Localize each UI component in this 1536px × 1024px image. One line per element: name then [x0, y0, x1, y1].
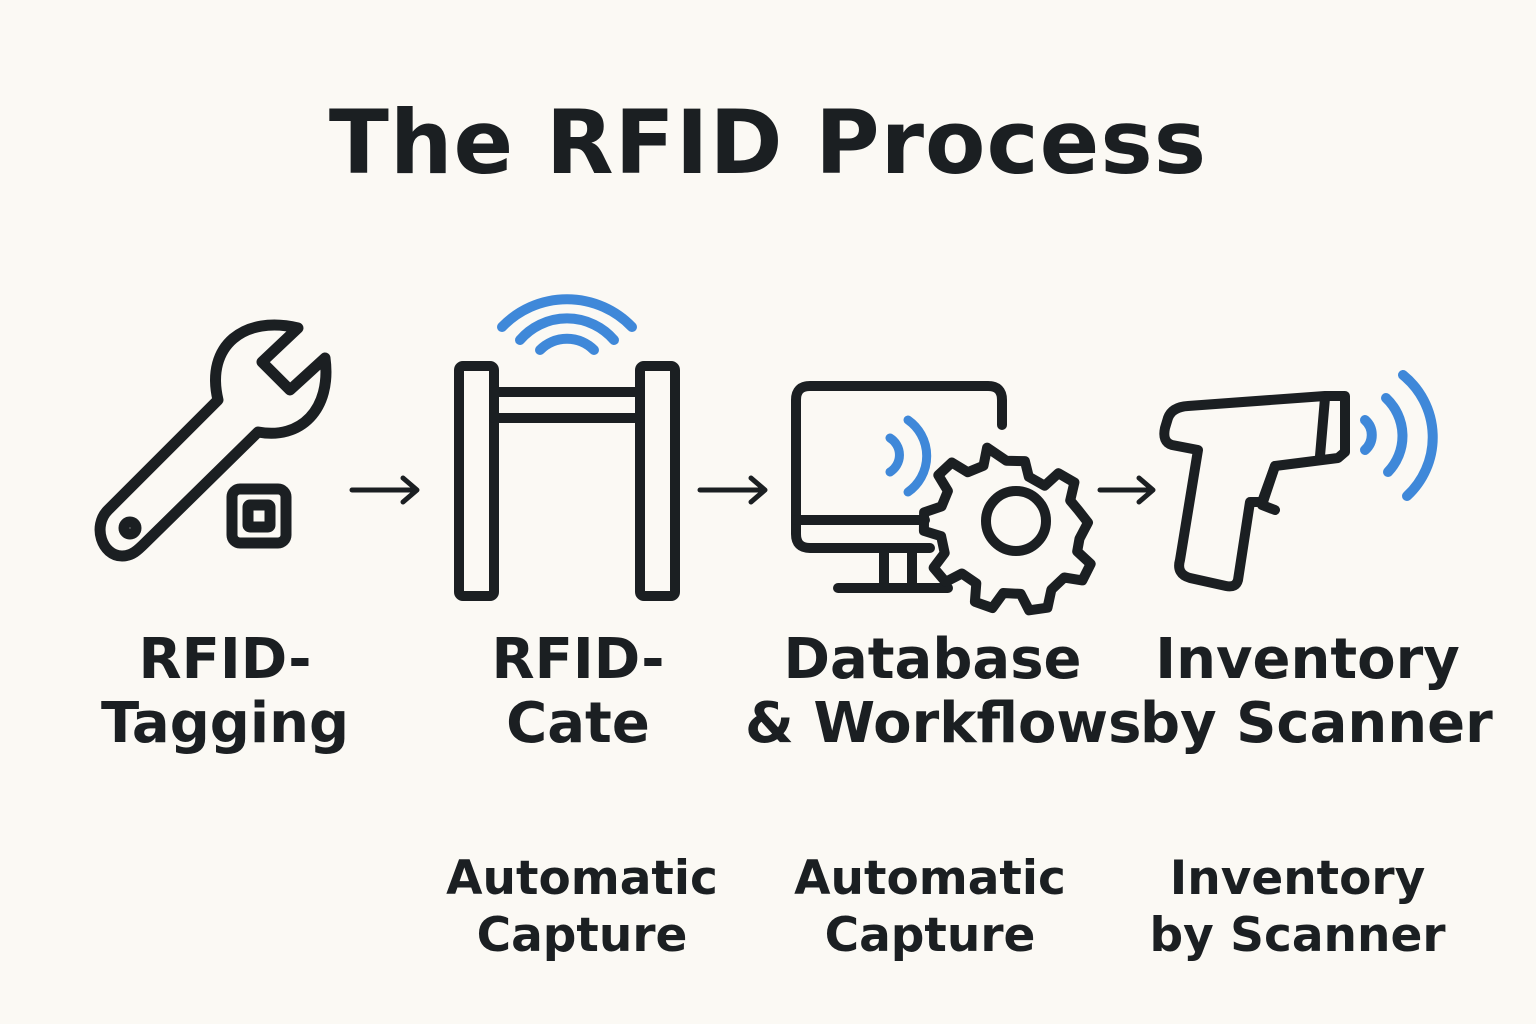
step-caption-inventory: Inventory by Scanner	[1140, 850, 1455, 964]
step-label-inventory: Inventory by Scanner	[1140, 627, 1493, 756]
step-label-database: Database & Workflows	[745, 627, 1142, 756]
step-label-line: RFID-	[491, 627, 665, 692]
step-label-line: Inventory	[1155, 627, 1460, 692]
step-label-tagging: RFID- Tagging	[75, 628, 375, 756]
monitor-gear-icon	[785, 380, 1100, 616]
step-label-line: RFID-	[138, 627, 312, 692]
step-caption-line: by Scanner	[1149, 908, 1446, 963]
step-label-line: & Workflows	[745, 691, 1142, 756]
step-label-line: Cate	[506, 691, 650, 756]
step-label-line: Database	[783, 627, 1082, 692]
step-caption-database: Automatic Capture	[780, 850, 1080, 964]
handheld-scanner-icon	[1155, 365, 1450, 595]
rfid-gate-icon	[450, 270, 685, 605]
step-label-line: by Scanner	[1140, 691, 1493, 756]
step-label-line: Tagging	[100, 691, 350, 756]
step-caption-line: Automatic	[794, 851, 1066, 906]
step-caption-gate: Automatic Capture	[432, 850, 732, 964]
step-caption-line: Automatic	[446, 851, 718, 906]
wrench-tag-icon	[90, 315, 340, 565]
step-caption-line: Capture	[824, 908, 1036, 963]
arrow-right-icon	[697, 475, 770, 505]
step-label-gate: RFID- Cate	[428, 628, 728, 756]
step-caption-line: Inventory	[1169, 851, 1426, 906]
diagram-title: The RFID Process	[328, 91, 1208, 194]
arrow-right-icon	[349, 475, 422, 505]
arrow-right-icon	[1097, 475, 1160, 505]
step-caption-line: Capture	[476, 908, 688, 963]
